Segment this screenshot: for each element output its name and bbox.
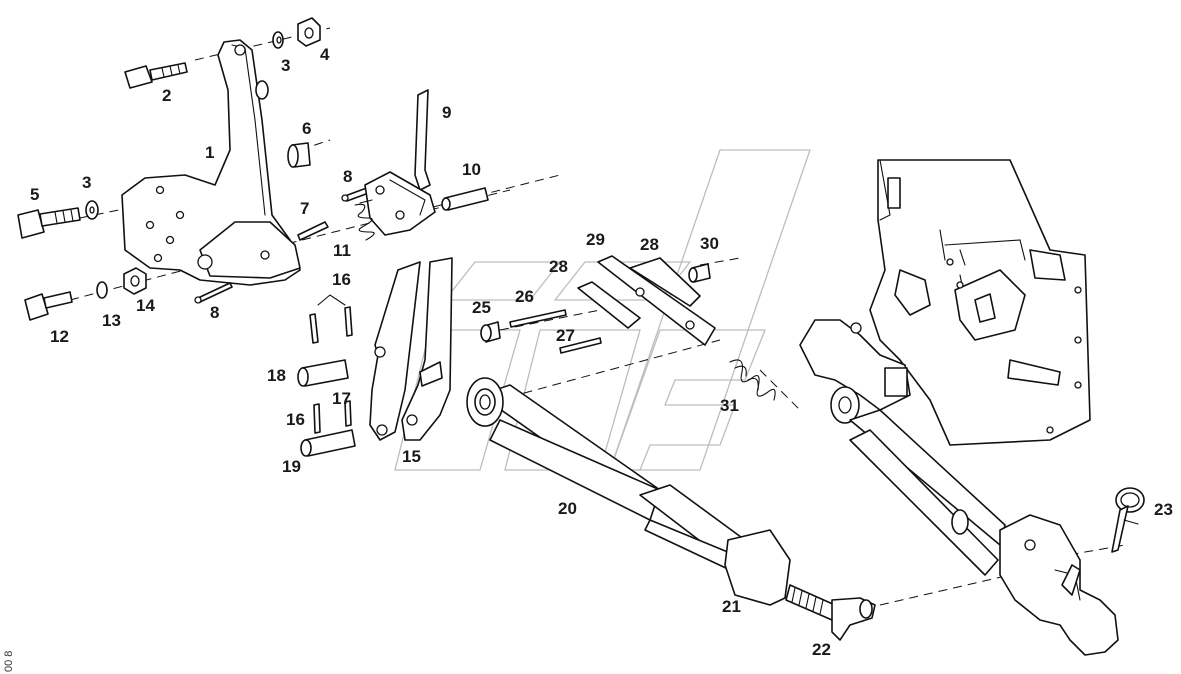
callout-20: 20 [558, 499, 577, 518]
top-link-20-21 [466, 377, 791, 606]
pin-19 [300, 429, 356, 457]
callout-13: 13 [102, 311, 121, 330]
nut-4 [297, 17, 321, 47]
callout-6: 6 [302, 119, 311, 138]
pin-26 [509, 309, 567, 328]
callout-8-upper: 8 [343, 167, 352, 186]
callout-16-bottom: 16 [286, 410, 305, 429]
bushing-25 [480, 321, 501, 343]
pin-10 [441, 187, 489, 211]
callout-5: 5 [30, 185, 39, 204]
split-pin-8-lower [194, 282, 233, 304]
callout-12: 12 [50, 327, 69, 346]
callout-14: 14 [136, 296, 155, 315]
callout-15: 15 [402, 447, 421, 466]
upper-link-bracket [121, 39, 301, 286]
washer-13 [96, 281, 108, 299]
callout-16-top: 16 [332, 270, 351, 289]
pin-18 [297, 359, 349, 387]
bolt-2 [124, 62, 188, 89]
washer-3-left [85, 200, 99, 220]
callout-3-top: 3 [281, 56, 290, 75]
callout-19: 19 [282, 457, 301, 476]
hitch-arm [799, 319, 1006, 576]
bushing-6 [287, 142, 311, 168]
washer-3-top [272, 31, 284, 49]
callout-29: 29 [586, 230, 605, 249]
callout-28-right: 28 [640, 235, 659, 254]
callout-18: 18 [267, 366, 286, 385]
callout-31: 31 [720, 396, 739, 415]
callout-17: 17 [332, 389, 351, 408]
nut-14 [123, 267, 147, 295]
bolt-5 [17, 207, 81, 239]
bolt-12 [24, 291, 73, 321]
plates-15 [369, 257, 453, 441]
callout-10: 10 [462, 160, 481, 179]
callout-4: 4 [320, 45, 330, 64]
pin-27 [559, 337, 602, 354]
callout-labels: 1 2 3 4 3 5 6 7 8 8 9 10 11 12 13 14 15 … [30, 45, 1173, 659]
latch-lever-9 [364, 89, 436, 236]
callout-9: 9 [442, 103, 451, 122]
callout-27: 27 [556, 326, 575, 345]
callout-21: 21 [722, 597, 741, 616]
callout-8-lower: 8 [210, 303, 219, 322]
side-code: 00 8 [3, 651, 15, 672]
tractor-frame [869, 159, 1091, 446]
linch-pin-23 [1111, 487, 1145, 553]
callout-23: 23 [1154, 500, 1173, 519]
pins-16-17 [309, 294, 353, 434]
callout-30: 30 [700, 234, 719, 253]
callout-25: 25 [472, 298, 491, 317]
hitch-hook [999, 514, 1119, 656]
callout-3-left: 3 [82, 173, 91, 192]
spring-11 [354, 199, 375, 241]
callout-1: 1 [205, 143, 214, 162]
callout-2: 2 [162, 86, 171, 105]
callout-7: 7 [300, 199, 309, 218]
spring-31 [729, 359, 776, 401]
threaded-end-22 [785, 584, 876, 641]
pin-7 [297, 221, 329, 241]
callout-28-left: 28 [549, 257, 568, 276]
latch-plates-28-29 [577, 255, 716, 346]
callout-11: 11 [333, 241, 351, 260]
callout-26: 26 [515, 287, 534, 306]
callout-22: 22 [812, 640, 831, 659]
bushing-30 [688, 263, 711, 283]
